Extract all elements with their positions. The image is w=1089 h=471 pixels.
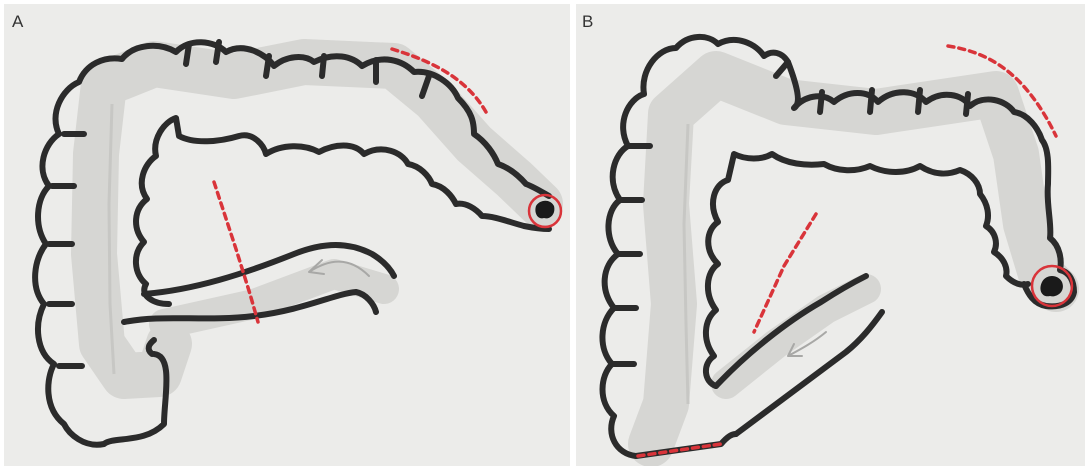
panel-a: A bbox=[4, 4, 570, 466]
tumor-a bbox=[535, 201, 554, 219]
panel-b: B bbox=[576, 4, 1085, 466]
sigmoid-lumen-b bbox=[726, 289, 866, 384]
colon-drawing-a bbox=[4, 4, 570, 466]
colon-drawing-b bbox=[576, 4, 1085, 466]
